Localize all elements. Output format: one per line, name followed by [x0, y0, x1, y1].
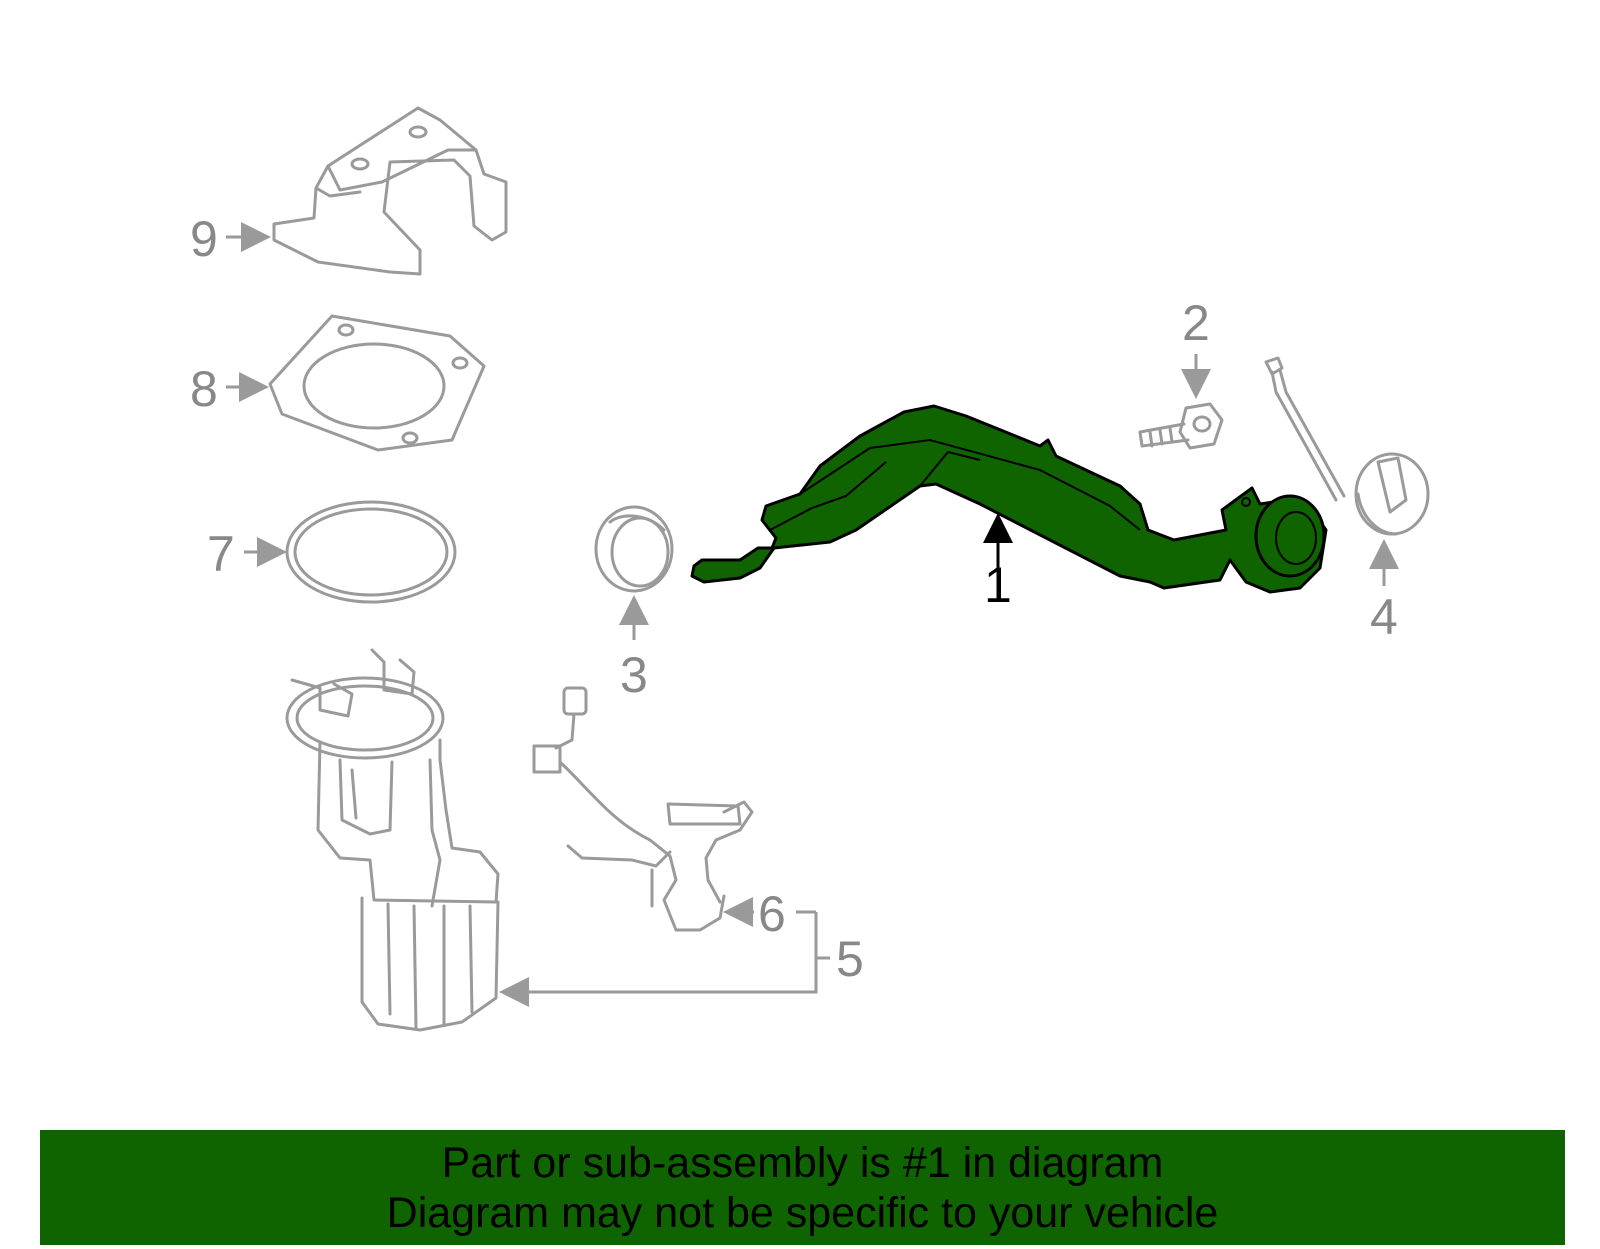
callout-9: 9 — [190, 211, 218, 267]
part-1-fuel-filler-pipe — [690, 404, 1328, 594]
banner-line-2: Diagram may not be specific to your vehi… — [386, 1188, 1219, 1237]
part-5-fuel-pump-module — [285, 648, 500, 1032]
callout-1: 1 — [984, 557, 1012, 613]
part-6-wiring-harness — [532, 686, 754, 932]
callout-7: 7 — [207, 526, 235, 582]
callout-3: 3 — [620, 647, 648, 703]
callout-6: 6 — [758, 886, 786, 942]
callout-4: 4 — [1370, 589, 1398, 645]
part-2-bolt — [1138, 402, 1224, 450]
leader-5 — [499, 912, 818, 1007]
part-4-fuel-cap — [1264, 356, 1430, 536]
info-banner: Part or sub-assembly is #1 in diagram Di… — [40, 1130, 1565, 1245]
callout-2: 2 — [1182, 295, 1210, 351]
callout-8: 8 — [190, 361, 218, 417]
part-9-bracket — [272, 106, 508, 276]
part-3-grommet — [594, 505, 674, 593]
callout-5: 5 — [836, 931, 864, 987]
part-7-o-ring — [285, 500, 457, 604]
part-8-gasket-plate — [268, 314, 486, 452]
banner-line-1: Part or sub-assembly is #1 in diagram — [441, 1138, 1164, 1187]
